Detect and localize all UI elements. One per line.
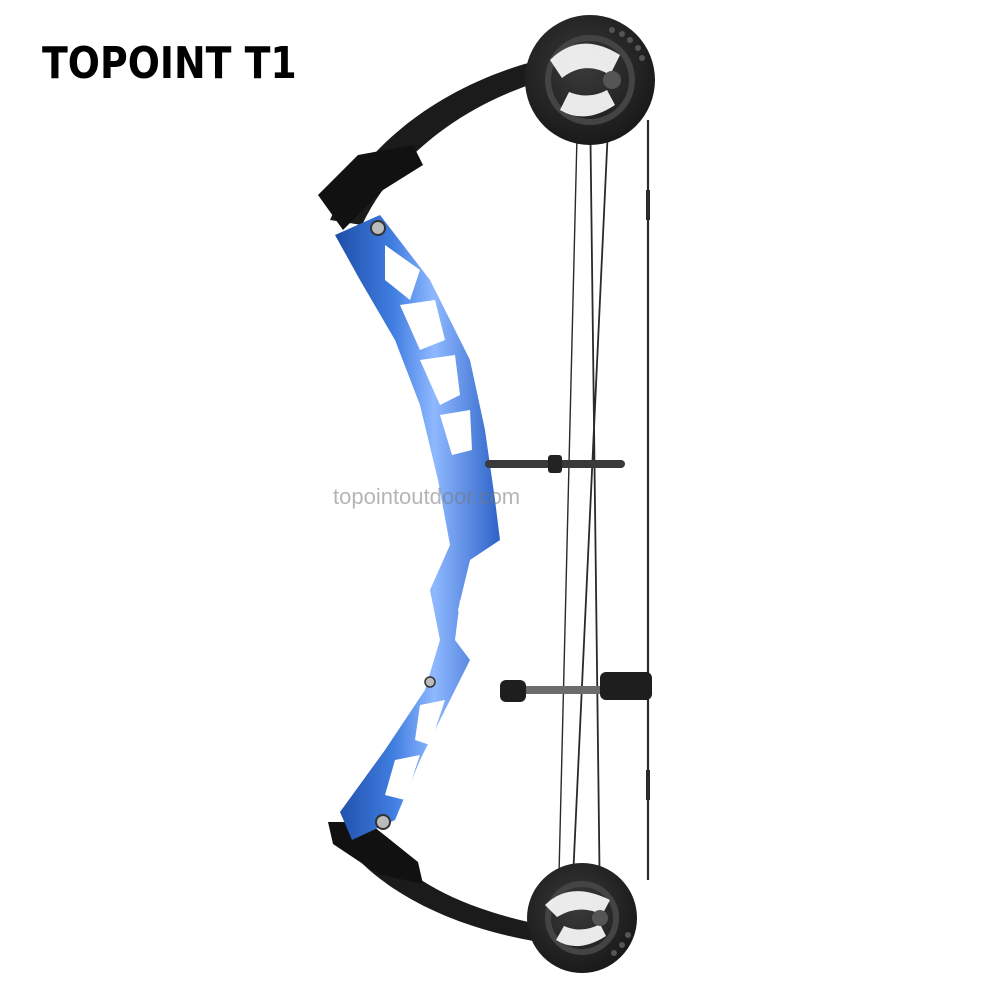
upper-cam-icon: [525, 15, 655, 145]
stabilizer-rod-icon: [485, 455, 625, 473]
string-stop-rod: [500, 672, 652, 702]
lower-cam-icon: [527, 863, 637, 973]
watermark-text: topointoutdoor.com: [333, 484, 521, 509]
bow-strings: [557, 84, 650, 916]
bow-riser: [335, 215, 500, 840]
product-title: TOPOINT T1: [42, 38, 297, 89]
